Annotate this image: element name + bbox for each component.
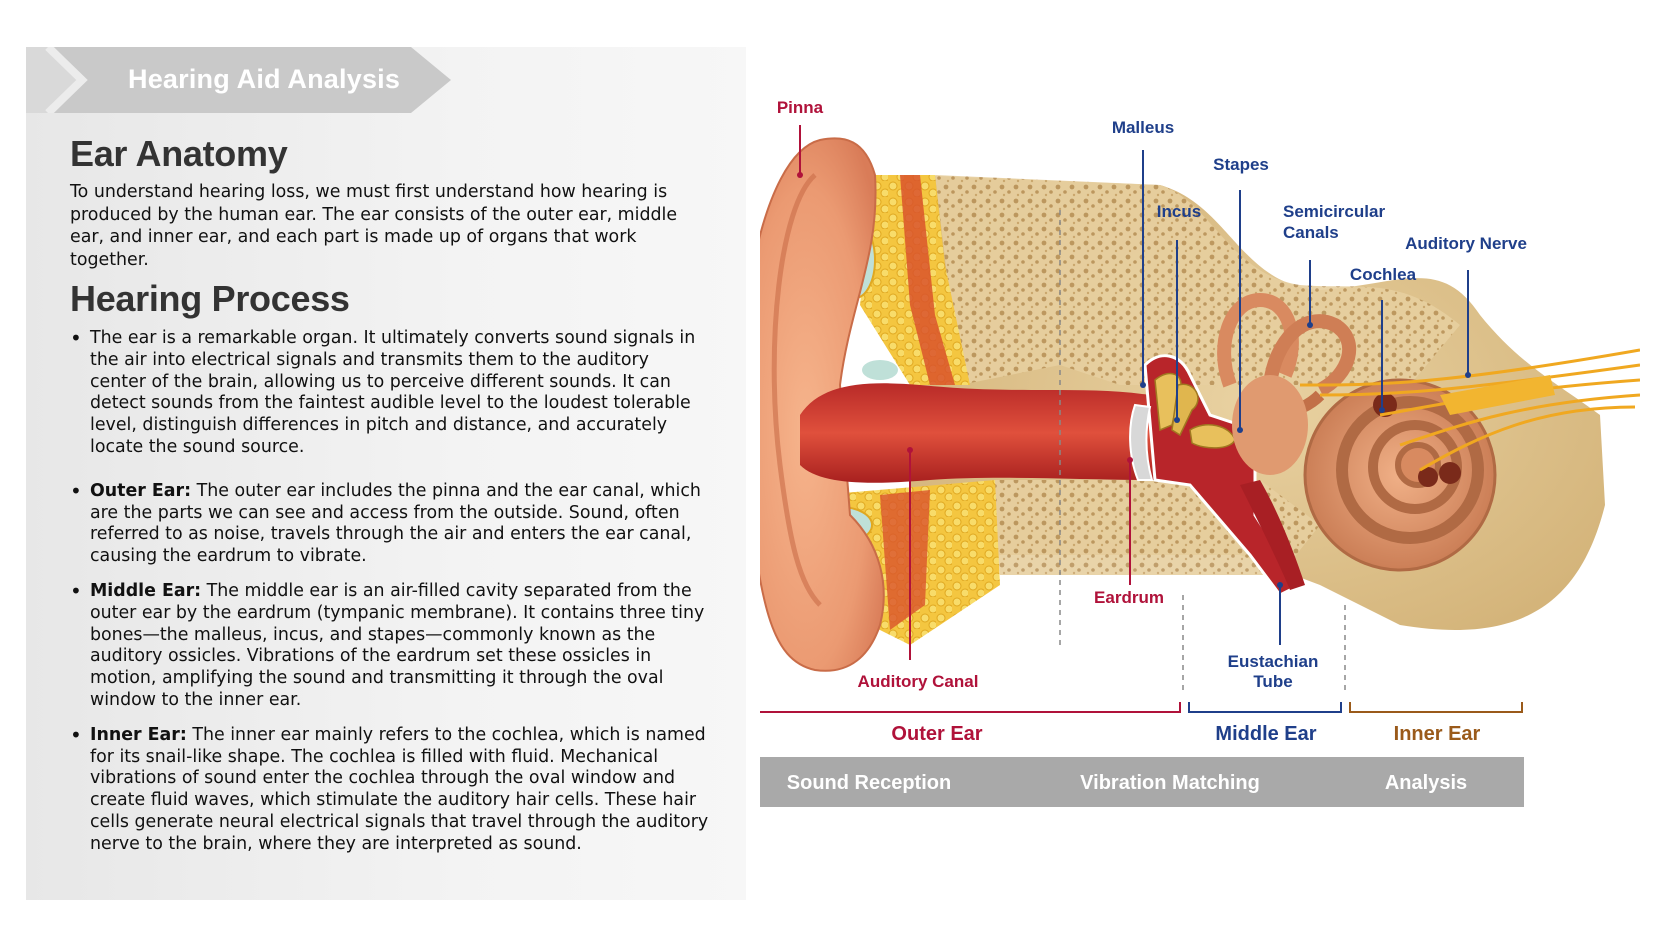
label-pinna: Pinna <box>777 98 824 117</box>
cochlea-duct <box>1439 462 1461 484</box>
inner-ear-text: The inner ear mainly refers to the cochl… <box>90 724 709 854</box>
title-banner <box>26 47 451 113</box>
banner-title: Hearing Aid Analysis <box>128 64 401 94</box>
process-step-bar <box>760 757 1524 807</box>
step-analysis: Analysis <box>1385 772 1467 794</box>
ear-anatomy-diagram: Pinna Malleus Stapes Incus Semicircular … <box>760 98 1640 807</box>
label-eustachian-2: Tube <box>1253 672 1292 691</box>
middle-ear-term: Middle Ear: <box>90 580 202 601</box>
outer-ear-bracket <box>760 702 1181 713</box>
nerve-bundle <box>1440 375 1555 415</box>
pinna-fold <box>771 173 822 607</box>
label-semicircular-2: Canals <box>1283 223 1339 242</box>
hearing-process-list: The ear is a remarkable organ. It ultima… <box>70 328 710 869</box>
inner-ear-bracket <box>1349 702 1523 713</box>
outer-ear-term: Outer Ear: <box>90 480 192 501</box>
semicircular-canal <box>1263 314 1357 397</box>
muscle-lower <box>880 490 930 630</box>
label-incus: Incus <box>1157 202 1201 221</box>
section-inner-ear: Inner Ear <box>1394 723 1481 745</box>
eustachian-tube-shape <box>1240 480 1305 590</box>
leader-lines <box>797 125 1471 660</box>
middle-ear-text: The middle ear is an air-filled cavity s… <box>90 580 705 710</box>
vestibule <box>1232 375 1308 475</box>
ear-anatomy-heading: Ear Anatomy <box>70 133 288 174</box>
middle-ear-bracket <box>1188 702 1342 713</box>
ear-canal <box>800 383 1155 483</box>
label-semicircular-1: Semicircular <box>1283 202 1385 221</box>
label-cochlea: Cochlea <box>1350 265 1417 284</box>
cochlea-turn <box>1336 396 1484 544</box>
label-eardrum: Eardrum <box>1094 588 1164 607</box>
middle-ear-item: Middle Ear: The middle ear is an air-fil… <box>70 580 710 712</box>
step-sound-reception: Sound Reception <box>787 772 951 794</box>
inner-ear-term: Inner Ear: <box>90 724 187 745</box>
cartilage <box>862 360 898 380</box>
label-auditory-canal: Auditory Canal <box>858 672 979 691</box>
label-eustachian-1: Eustachian <box>1228 652 1319 671</box>
ear-anatomy-text: To understand hearing loss, we must firs… <box>70 182 678 270</box>
spongy-bone-upper <box>935 175 1460 385</box>
outer-ear-text: The outer ear includes the pinna and the… <box>90 480 701 567</box>
cochlea-duct <box>1373 393 1397 417</box>
outer-ear-item: Outer Ear: The outer ear includes the pi… <box>70 480 710 568</box>
cochlea-duct <box>1418 467 1438 487</box>
process-intro-text: The ear is a remarkable organ. It ultima… <box>90 328 696 457</box>
section-middle-ear: Middle Ear <box>1215 723 1316 745</box>
process-intro-item: The ear is a remarkable organ. It ultima… <box>70 328 710 459</box>
label-stapes: Stapes <box>1213 155 1269 174</box>
section-outer-ear: Outer Ear <box>891 723 982 745</box>
eardrum-shape <box>1129 403 1154 481</box>
muscle-upper <box>900 175 955 385</box>
step-vibration-matching: Vibration Matching <box>1080 772 1260 794</box>
label-malleus: Malleus <box>1112 118 1174 137</box>
label-auditory-nerve: Auditory Nerve <box>1405 234 1527 253</box>
hearing-process-heading: Hearing Process <box>70 278 350 319</box>
inner-ear-item: Inner Ear: The inner ear mainly refers t… <box>70 724 710 856</box>
